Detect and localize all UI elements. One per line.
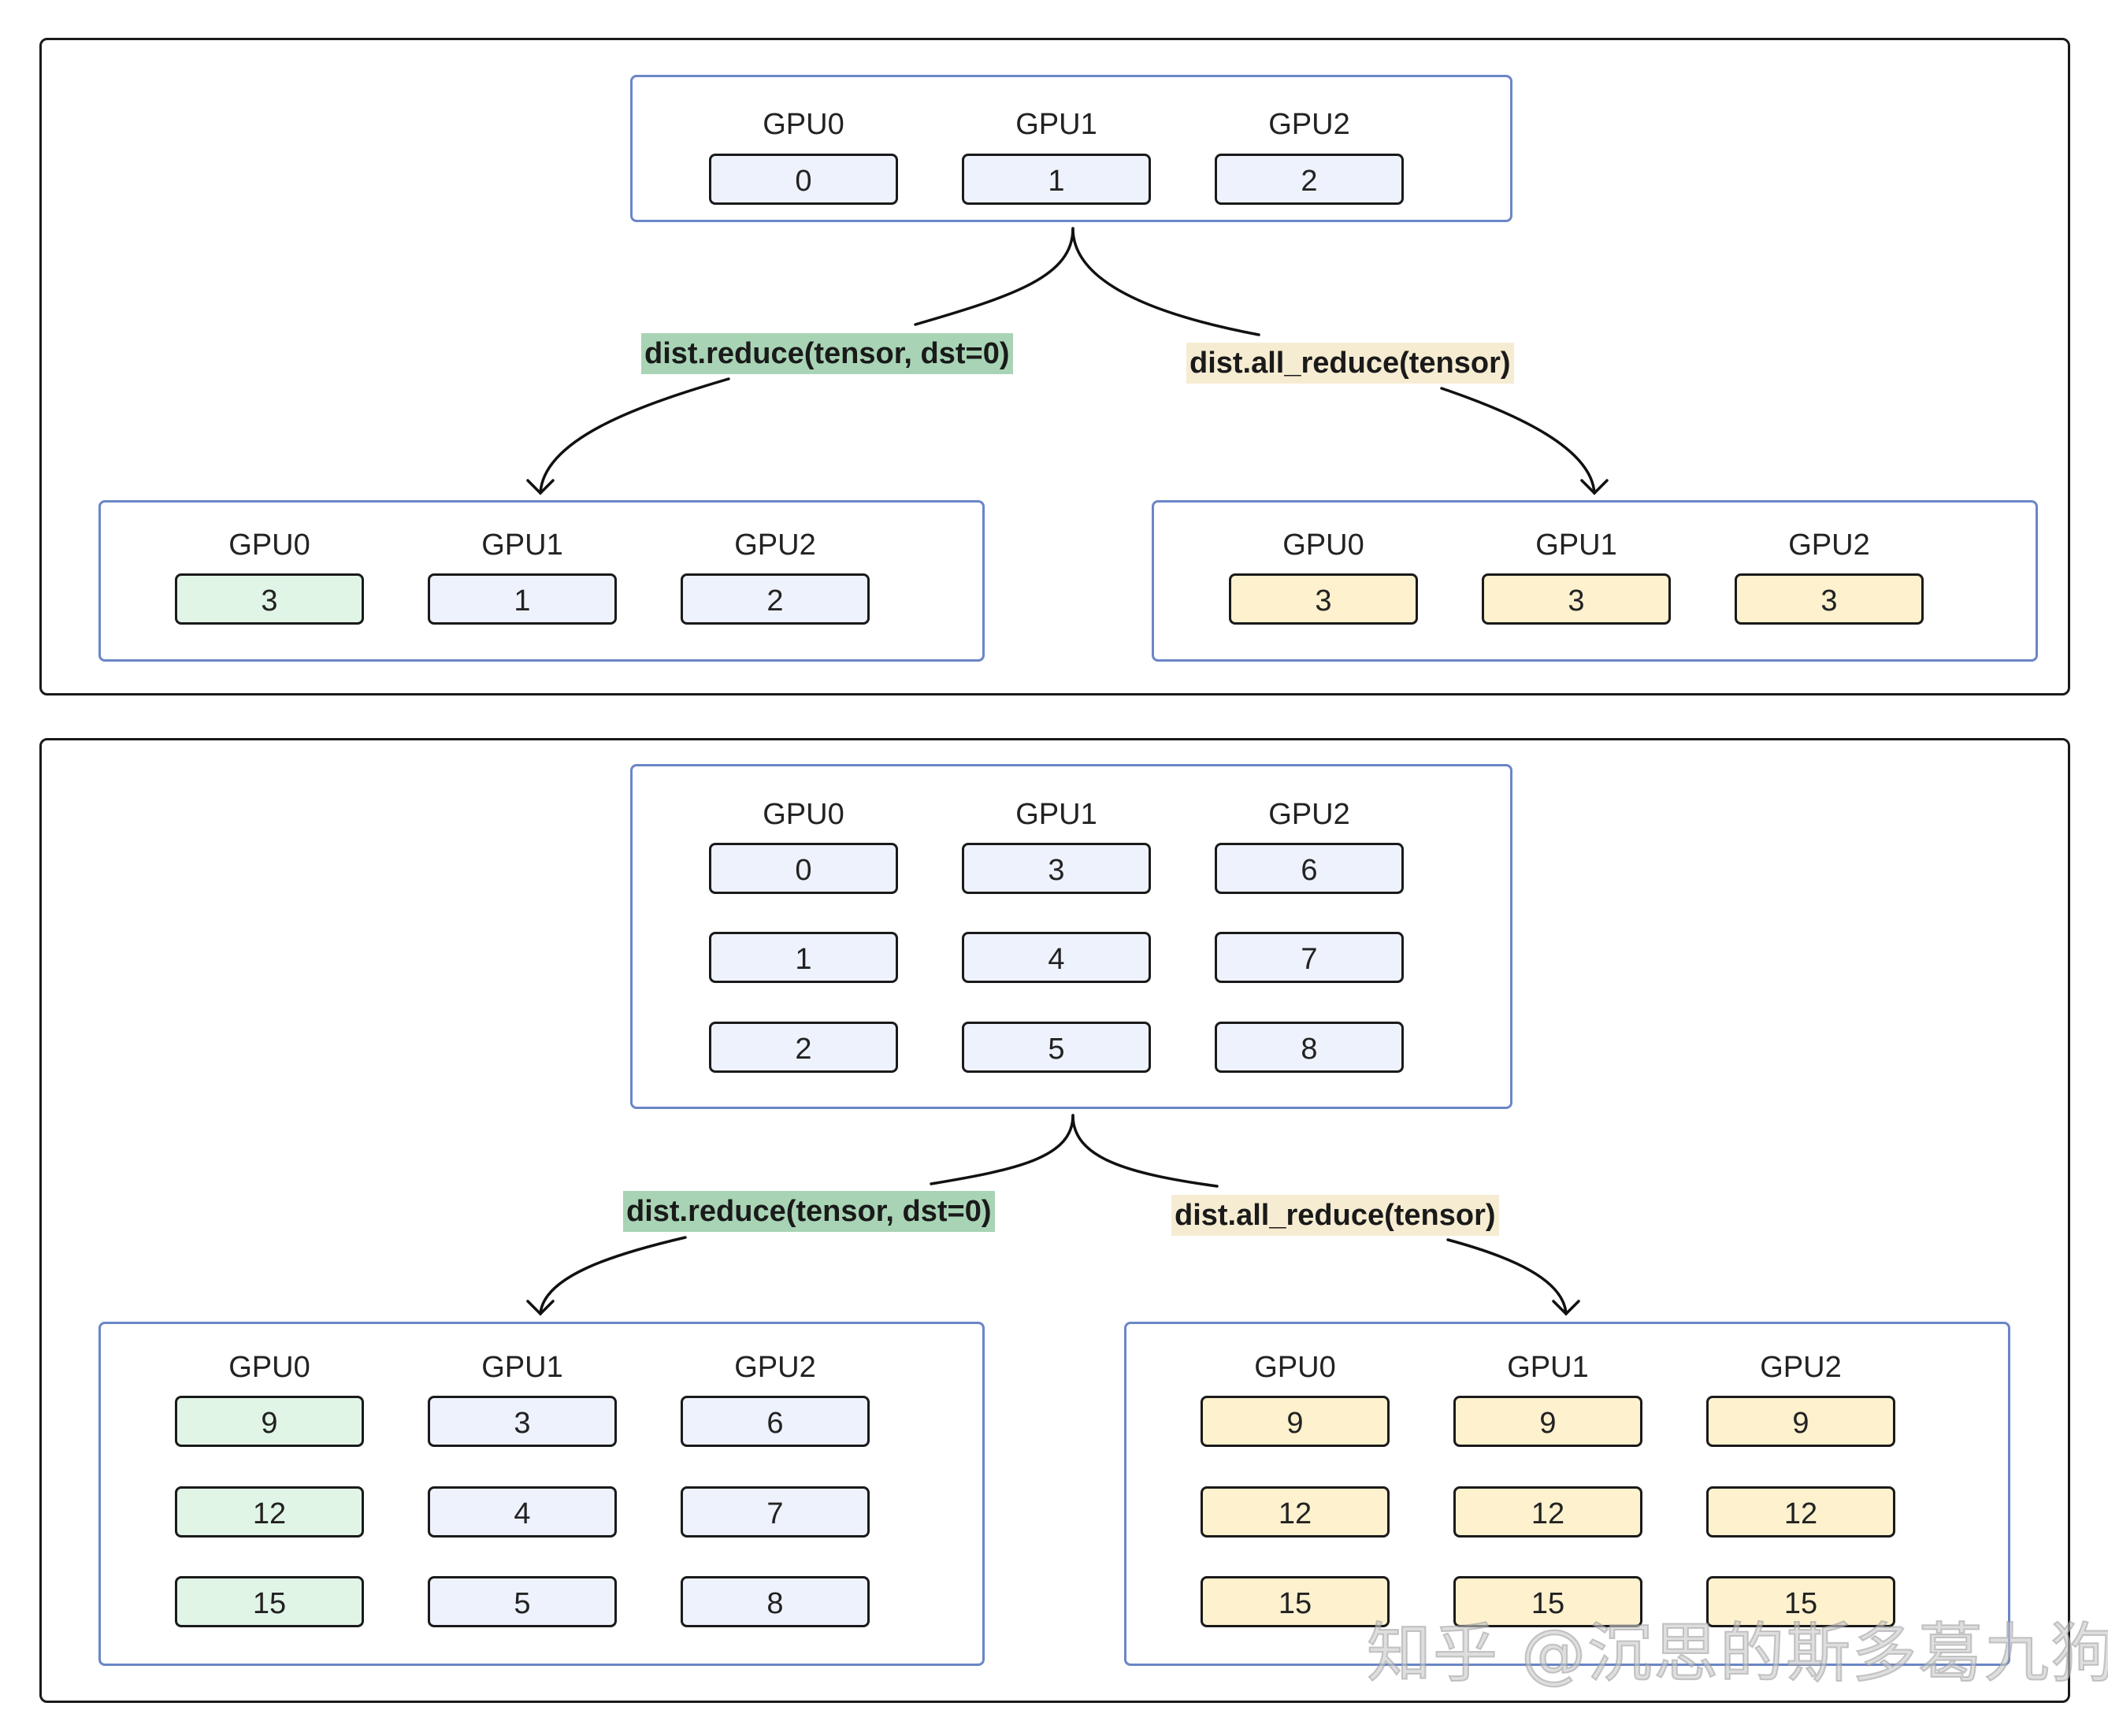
tensor-cell: 0 — [709, 843, 898, 894]
tensor-cell: 7 — [1215, 932, 1404, 983]
tensor-cell: 2 — [709, 1022, 898, 1073]
gpu-label: GPU1 — [481, 529, 563, 562]
tensor-cell-reduced: 9 — [1453, 1396, 1642, 1447]
tensor-cell: 4 — [962, 932, 1151, 983]
gpu-label: GPU0 — [1254, 1351, 1336, 1384]
gpu-label: GPU0 — [1282, 529, 1364, 562]
arrow-head — [526, 1300, 555, 1316]
tensor-cell-reduced: 12 — [1201, 1486, 1390, 1538]
connector-line — [914, 227, 1074, 326]
tensor-cell-reduced: 12 — [1706, 1486, 1895, 1538]
tensor-cell-reduced: 15 — [1453, 1576, 1642, 1627]
tensor-cell-reduced: 9 — [1201, 1396, 1390, 1447]
tensor-cell-reduced: 9 — [1706, 1396, 1895, 1447]
tensor-cell-reduced: 12 — [175, 1486, 364, 1538]
tensor-cell: 6 — [1215, 843, 1404, 894]
reduce-op-label: dist.reduce(tensor, dst=0) — [623, 1191, 995, 1232]
connector-line — [1440, 387, 1596, 495]
tensor-cell: 3 — [428, 1396, 617, 1447]
connector-line — [930, 1114, 1074, 1185]
gpu-label: GPU2 — [1268, 798, 1350, 831]
connector-line — [1071, 1114, 1219, 1188]
gpu-label: GPU2 — [1268, 108, 1350, 141]
tensor-cell-reduced: 3 — [175, 573, 364, 625]
gpu-label: GPU2 — [1788, 529, 1870, 562]
tensor-cell-reduced: 3 — [1482, 573, 1671, 625]
tensor-cell-reduced: 3 — [1735, 573, 1924, 625]
tensor-cell: 2 — [681, 573, 870, 625]
arrow-head — [526, 479, 555, 495]
gpu-label: GPU0 — [228, 529, 310, 562]
tensor-cell-reduced: 9 — [175, 1396, 364, 1447]
gpu-label: GPU2 — [734, 529, 816, 562]
tensor-cell: 5 — [962, 1022, 1151, 1073]
connector-line — [1446, 1238, 1568, 1315]
gpu-label: GPU2 — [1760, 1351, 1842, 1384]
tensor-cell: 2 — [1215, 154, 1404, 205]
tensor-cell: 0 — [709, 154, 898, 205]
tensor-cell: 8 — [1215, 1022, 1404, 1073]
tensor-cell: 1 — [428, 573, 617, 625]
tensor-cell: 4 — [428, 1486, 617, 1538]
arrow-head — [1552, 1300, 1580, 1316]
tensor-cell: 6 — [681, 1396, 870, 1447]
tensor-cell-reduced: 15 — [1706, 1576, 1895, 1627]
gpu-label: GPU0 — [763, 108, 844, 141]
tensor-cell: 8 — [681, 1576, 870, 1627]
gpu-label: GPU1 — [1015, 108, 1097, 141]
gpu-label: GPU1 — [1015, 798, 1097, 831]
gpu-label: GPU2 — [734, 1351, 816, 1384]
tensor-cell: 1 — [962, 154, 1151, 205]
connector-line — [1071, 227, 1260, 336]
all-reduce-op-label: dist.all_reduce(tensor) — [1171, 1195, 1499, 1236]
all-reduce-op-label: dist.all_reduce(tensor) — [1186, 343, 1514, 384]
tensor-cell-reduced: 15 — [175, 1576, 364, 1627]
watermark-text: 知乎 @沉思的斯多葛九狗 — [1366, 1615, 2108, 1692]
connector-line — [539, 1236, 687, 1315]
reduce-op-label: dist.reduce(tensor, dst=0) — [641, 333, 1013, 374]
tensor-cell-reduced: 15 — [1201, 1576, 1390, 1627]
gpu-label: GPU1 — [1507, 1351, 1589, 1384]
gpu-label: GPU1 — [481, 1351, 563, 1384]
gpu-label: GPU0 — [763, 798, 844, 831]
connector-line — [539, 377, 730, 495]
tensor-cell: 7 — [681, 1486, 870, 1538]
tensor-cell-reduced: 12 — [1453, 1486, 1642, 1538]
tensor-cell: 1 — [709, 932, 898, 983]
tensor-cell: 3 — [962, 843, 1151, 894]
tensor-cell: 5 — [428, 1576, 617, 1627]
gpu-label: GPU0 — [228, 1351, 310, 1384]
arrow-head — [1580, 479, 1609, 495]
tensor-cell-reduced: 3 — [1229, 573, 1418, 625]
gpu-label: GPU1 — [1535, 529, 1617, 562]
